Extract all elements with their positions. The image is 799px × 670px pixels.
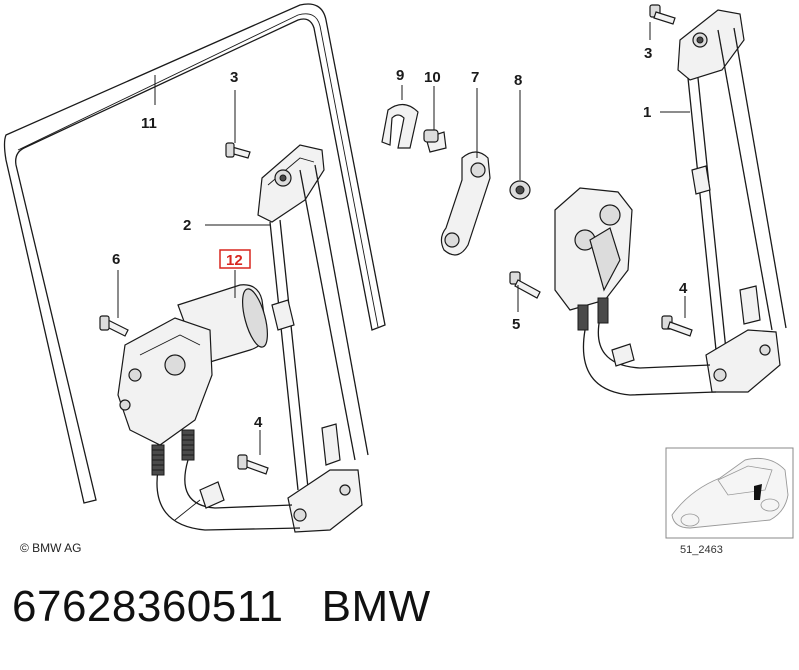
callout-12-highlight: 12 [219, 249, 251, 269]
right-gearbox [554, 187, 633, 331]
part-9-clip [381, 103, 419, 149]
part-12-window-motor [117, 284, 268, 476]
part-2-window-regulator [156, 144, 369, 533]
car-thumbnail [665, 447, 794, 539]
part-7-arm [440, 151, 491, 256]
callout-3-right: 3 [644, 45, 652, 62]
callout-4-right: 4 [679, 280, 688, 297]
leader-lines [117, 22, 690, 455]
callout-9: 9 [396, 67, 404, 84]
brand-name: BMW [321, 582, 431, 631]
part-1-window-regulator-complete [582, 9, 787, 396]
callout-12: 12 [226, 252, 243, 269]
callout-4-left: 4 [254, 414, 263, 431]
thumbnail-reference: 51_2463 [680, 544, 723, 556]
bolt-3-right [649, 4, 676, 25]
callout-3-left: 3 [230, 69, 238, 86]
callout-8: 8 [514, 72, 522, 89]
bolt-3-left [225, 142, 251, 159]
copyright-label: © BMW AG [20, 541, 82, 555]
part-11-window-channel [3, 3, 386, 504]
bolt-5 [509, 271, 541, 299]
bolt-6 [99, 315, 129, 337]
spring-left [151, 444, 165, 476]
spring-right [181, 429, 195, 461]
callout-6: 6 [112, 251, 120, 268]
part-number-footer: 67628360511 BMW [12, 582, 431, 632]
bolt-4-left [237, 454, 269, 475]
part-number: 67628360511 [12, 582, 284, 631]
part-8-bushing [509, 180, 531, 200]
callout-5: 5 [512, 316, 520, 333]
callout-11: 11 [141, 115, 157, 132]
bolt-4-right [661, 315, 693, 337]
callout-10: 10 [424, 69, 441, 86]
callout-7: 7 [471, 69, 479, 86]
part-10-bolt [423, 129, 447, 153]
callout-2: 2 [183, 217, 191, 234]
callout-1: 1 [643, 104, 651, 121]
